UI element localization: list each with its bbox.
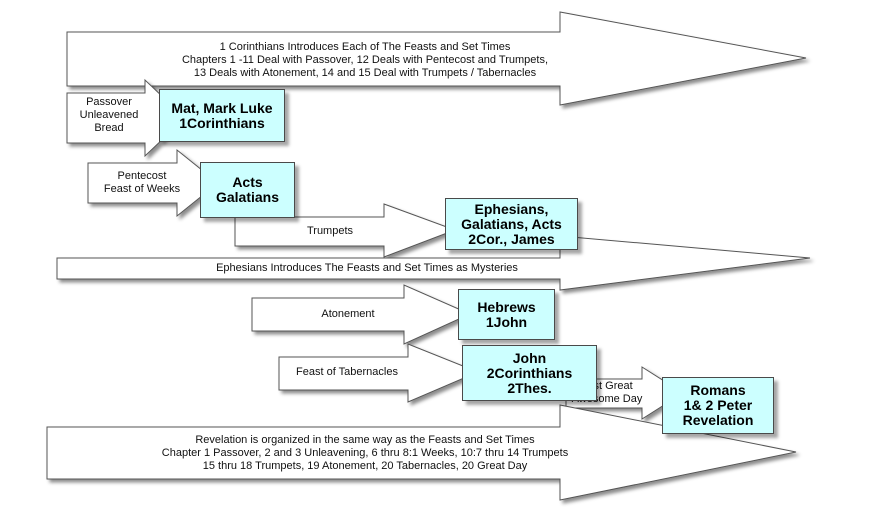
- atonement-arrow: [251, 284, 472, 345]
- book-line: 2Corinthians: [486, 364, 573, 381]
- bottom-banner-line: Revelation is organized in the same way …: [195, 434, 535, 446]
- label-line: Pentecost: [117, 170, 167, 182]
- feast-label-tabernacles: Feast of Tabernacles: [296, 366, 398, 378]
- middle-banner-arrow: [56, 235, 811, 291]
- feast-label-pentecost: Pentecost Feast of Weeks: [88, 170, 196, 196]
- tabernacles-arrow: [278, 343, 480, 403]
- book-line: Galatians, Acts: [461, 215, 562, 232]
- bottom-banner-text: Revelation is organized in the same way …: [110, 434, 620, 473]
- book-line: 1& 2 Peter: [683, 397, 753, 413]
- top-banner-line: Chapters 1 -11 Deal with Passover, 12 De…: [181, 54, 549, 66]
- label-line: Unleavened: [79, 109, 139, 121]
- pentecost-arrow: [87, 148, 219, 218]
- feast-label-passover: Passover Unleavened Bread: [70, 96, 148, 135]
- book-line: 2Cor., James: [468, 230, 555, 247]
- bottom-banner-arrow: [46, 404, 797, 501]
- bottom-banner-line: Chapter 1 Passover, 2 and 3 Unleavening,…: [161, 447, 569, 459]
- book-line: Acts: [232, 174, 263, 190]
- book-line: 1Corinthians: [179, 114, 265, 131]
- book-line: Galatians: [215, 189, 280, 205]
- book-line: 1John: [485, 313, 528, 330]
- books-box-pentecost: Acts Galatians: [200, 162, 295, 218]
- books-box-tabernacles: John 2Corinthians 2Thes.: [462, 345, 597, 401]
- middle-banner-text: Ephesians Introduces The Feasts and Set …: [216, 262, 518, 274]
- feast-label-atonement: Atonement: [321, 308, 375, 320]
- book-line: Mat, Mark Luke: [171, 99, 273, 116]
- book-line: Hebrews: [477, 298, 536, 315]
- book-line: Revelation: [682, 412, 754, 428]
- top-banner-line: 1 Corinthians Introduces Each of The Fea…: [219, 41, 511, 53]
- book-line: 2Thes.: [507, 379, 552, 396]
- label-line: Passover: [86, 96, 132, 108]
- book-line: Ephesians,: [474, 200, 549, 217]
- book-line: Romans: [690, 382, 746, 398]
- books-box-atonement: Hebrews 1John: [458, 289, 555, 340]
- books-box-passover: Mat, Mark Luke 1Corinthians: [159, 89, 285, 142]
- books-box-trumpets: Ephesians, Galatians, Acts 2Cor., James: [445, 198, 578, 250]
- books-box-last-great-day: Romans 1& 2 Peter Revelation: [662, 377, 774, 434]
- feast-label-trumpets: Trumpets: [306, 225, 354, 237]
- top-banner-line: 13 Deals with Atonement, 14 and 15 Deal …: [193, 67, 537, 79]
- book-line: John: [512, 349, 547, 366]
- top-banner-text: 1 Corinthians Introduces Each of The Fea…: [110, 41, 620, 80]
- bottom-banner-line: 15 thru 18 Trumpets, 19 Atonement, 20 Ta…: [202, 460, 528, 472]
- label-line: Feast of Weeks: [103, 183, 181, 195]
- label-line: Bread: [94, 122, 124, 134]
